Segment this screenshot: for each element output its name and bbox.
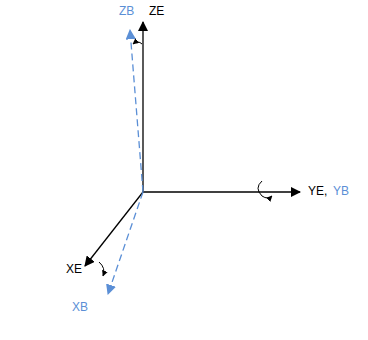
axis-label: YE, xyxy=(308,184,327,198)
axis-label: XE xyxy=(66,262,82,276)
rotation-arc xyxy=(99,262,104,276)
axis-label: ZE xyxy=(149,4,164,18)
xe-axis xyxy=(85,192,143,266)
zb-axis xyxy=(130,30,143,192)
ze-axis xyxy=(142,22,143,192)
ye-axis xyxy=(143,191,300,192)
axis-label: XB xyxy=(72,300,88,314)
axis-label: YB xyxy=(333,184,349,198)
xb-axis xyxy=(108,192,143,294)
axis-label: ZB xyxy=(119,4,134,18)
rotation-arc xyxy=(258,181,272,198)
rotation-arc xyxy=(133,42,142,44)
